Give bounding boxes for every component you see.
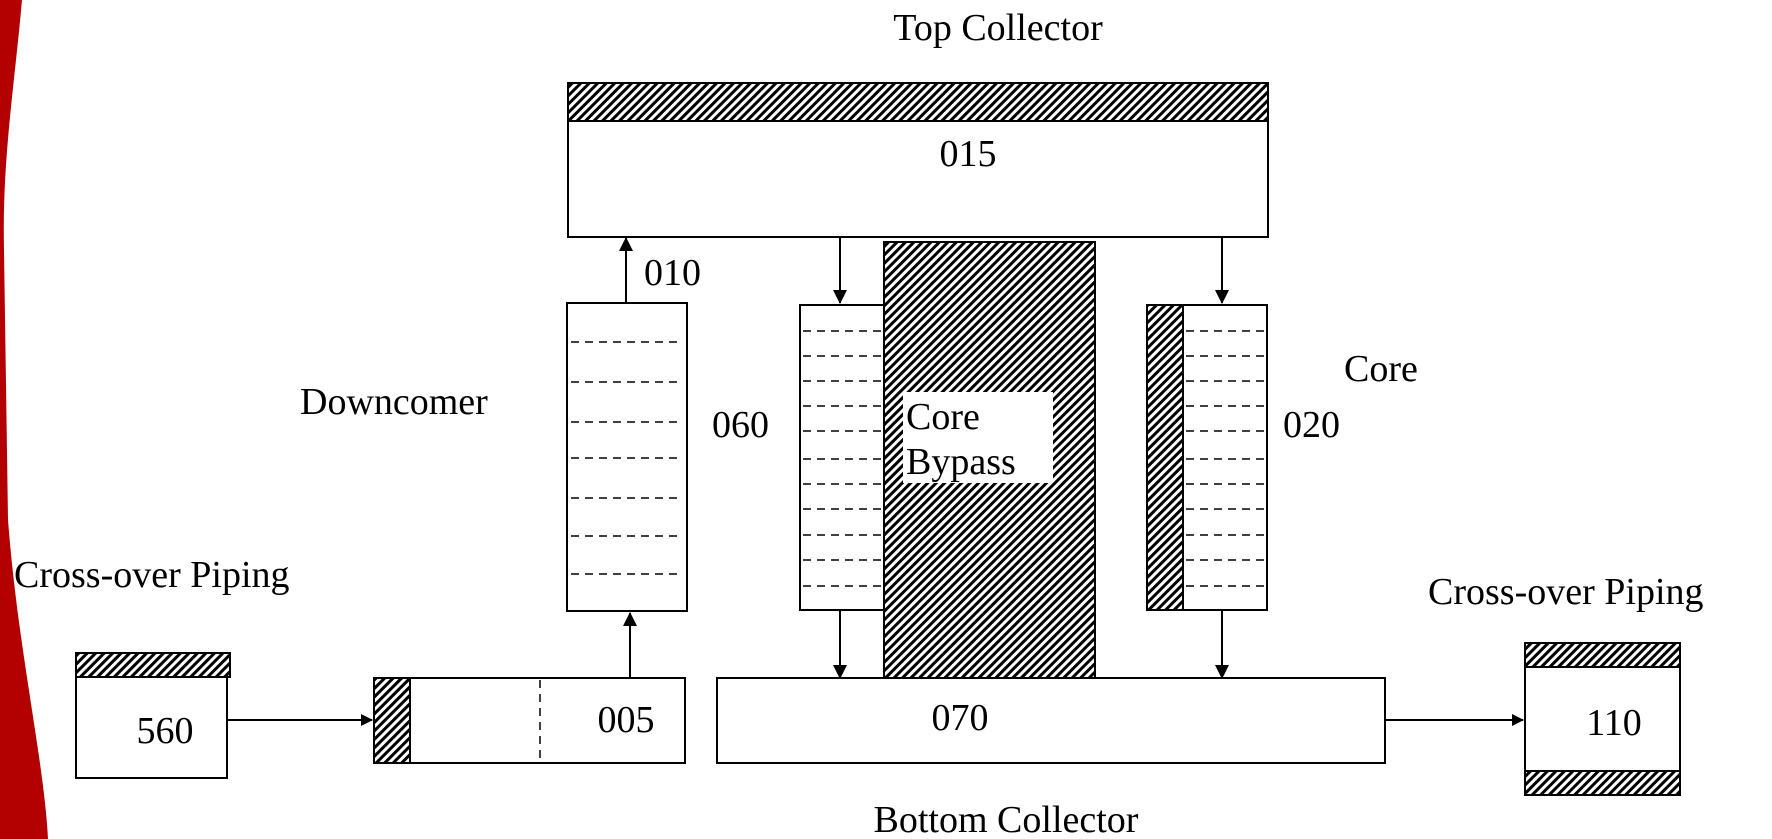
left-pipe-id: 560 xyxy=(137,710,194,752)
left-pipe-body xyxy=(75,676,228,779)
riser-column xyxy=(566,302,688,612)
riser-body xyxy=(566,302,688,612)
core-label: Core xyxy=(1344,348,1418,390)
riser-id: 010 xyxy=(644,252,701,294)
right-pipe-insulation-top xyxy=(1524,642,1681,668)
bottom-collector-label: Bottom Collector xyxy=(874,799,1139,839)
core-id: 020 xyxy=(1283,404,1340,446)
downcomer-column xyxy=(799,304,887,611)
left-crossover-pipe xyxy=(75,652,231,779)
downcomer-id: 060 xyxy=(712,404,769,446)
core-body xyxy=(1182,304,1268,611)
right-pipe-id: 110 xyxy=(1586,702,1642,744)
top-collector xyxy=(567,82,1269,238)
bottom-collector-body xyxy=(716,677,1386,764)
right-crossover-pipe xyxy=(1524,642,1681,796)
core-bypass-label-line2: Bypass xyxy=(906,441,1016,483)
core-column xyxy=(1146,304,1268,611)
left-accent-band xyxy=(0,0,48,839)
downcomer-label: Downcomer xyxy=(300,381,488,423)
left-pipe-insulation xyxy=(75,652,231,678)
core-insulation xyxy=(1146,304,1184,611)
top-collector-id: 015 xyxy=(940,133,997,175)
inlet-body xyxy=(409,677,686,764)
core-bypass-label-line1: Core xyxy=(906,396,980,438)
inlet-id: 005 xyxy=(598,699,655,741)
bottom-collector-id: 070 xyxy=(932,697,989,739)
right-crossover-label: Cross-over Piping xyxy=(1428,571,1704,613)
inlet-box xyxy=(373,677,686,764)
inlet-insulation xyxy=(373,677,411,764)
top-collector-label: Top Collector xyxy=(893,7,1103,49)
top-collector-body xyxy=(567,120,1269,238)
left-crossover-label: Cross-over Piping xyxy=(14,554,290,596)
top-collector-insulation xyxy=(567,82,1269,122)
downcomer-body xyxy=(799,304,887,611)
core-bypass-label-bg xyxy=(903,392,1053,483)
right-pipe-insulation-bottom xyxy=(1524,770,1681,796)
